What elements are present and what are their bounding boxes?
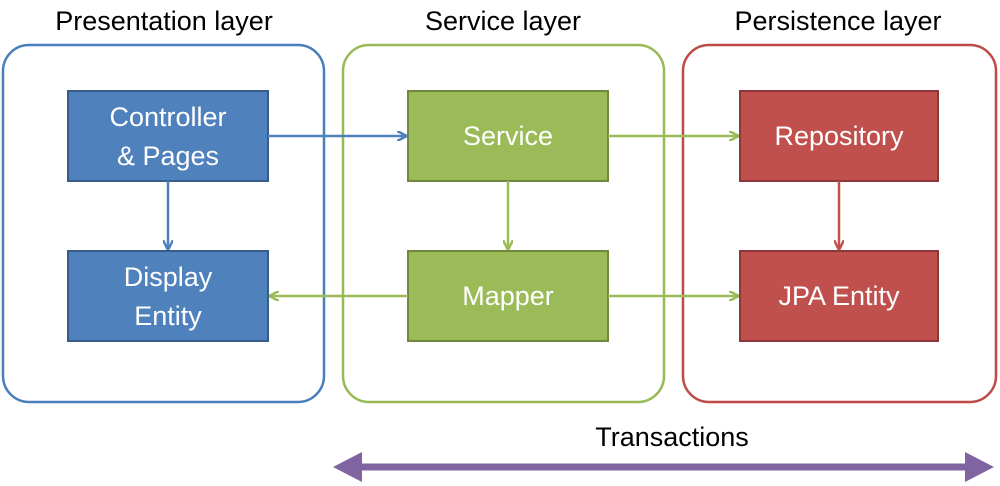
persistence-layer-container <box>681 43 998 404</box>
repository-box-label: Repository <box>774 121 904 151</box>
transactions-label: Transactions <box>595 422 749 452</box>
display-entity-box <box>67 250 269 342</box>
controller-pages-box <box>67 90 269 182</box>
jpa-entity-box-label: JPA Entity <box>778 281 900 311</box>
repository-box <box>739 90 939 182</box>
display-entity-label-line2: Entity <box>134 301 202 331</box>
service-layer-title: Service layer <box>425 6 581 36</box>
controller-pages-label-line2: & Pages <box>117 141 219 171</box>
transactions-double-arrow <box>333 452 994 482</box>
jpa-entity-box <box>739 250 939 342</box>
service-box-label: Service <box>463 121 553 151</box>
mapper-box-label: Mapper <box>462 281 554 311</box>
display-entity-label-line1: Display <box>124 262 213 292</box>
service-box <box>407 90 609 182</box>
presentation-layer-container <box>1 43 326 404</box>
presentation-layer-title: Presentation layer <box>55 6 273 36</box>
controller-pages-label-line1: Controller <box>109 102 226 132</box>
service-layer-container <box>341 43 666 404</box>
persistence-layer-title: Persistence layer <box>734 6 941 36</box>
